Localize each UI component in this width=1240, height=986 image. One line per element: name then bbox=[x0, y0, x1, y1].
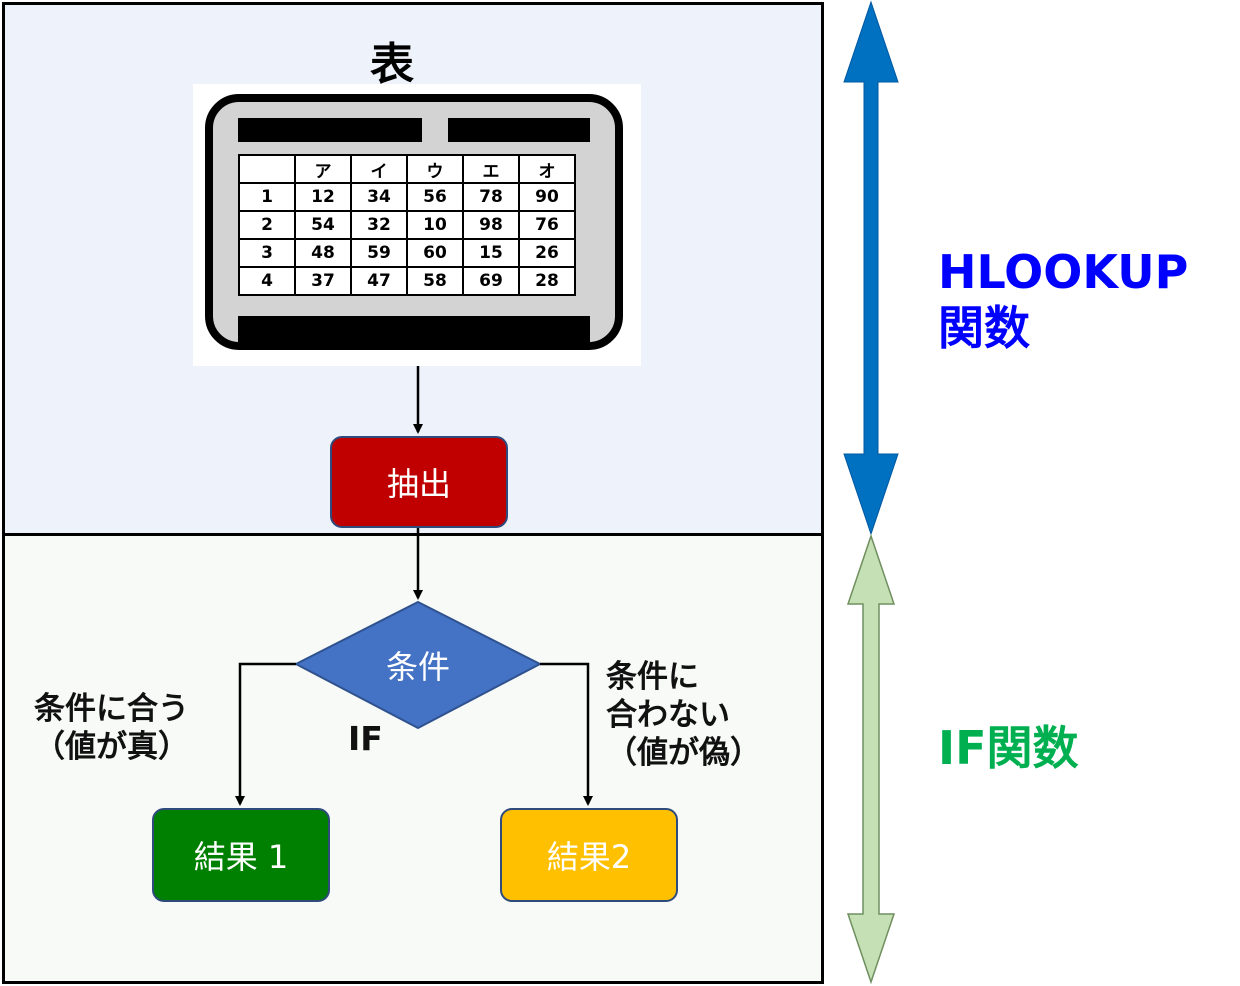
table-cell: 47 bbox=[350, 266, 408, 296]
table-footer-bar bbox=[238, 316, 590, 342]
table-cell: 10 bbox=[406, 210, 464, 240]
column-header: ア bbox=[294, 154, 352, 184]
table-cell: 69 bbox=[462, 266, 520, 296]
table-cell: 32 bbox=[350, 210, 408, 240]
condition-diamond bbox=[293, 600, 543, 730]
nomatch-branch-arrow bbox=[540, 662, 593, 806]
column-header: ウ bbox=[406, 154, 464, 184]
row-header: 1 bbox=[238, 182, 296, 212]
table-header-row: ア イ ウ エ オ bbox=[238, 154, 576, 184]
column-header: エ bbox=[462, 154, 520, 184]
table-cell: 60 bbox=[406, 238, 464, 268]
table-cell: 90 bbox=[518, 182, 576, 212]
table-title: 表 bbox=[370, 39, 414, 90]
table-cell: 28 bbox=[518, 266, 576, 296]
row-header: 3 bbox=[238, 238, 296, 268]
lookup-table: ア イ ウ エ オ 1 12 34 56 78 90 2 54 32 10 98… bbox=[238, 154, 576, 296]
result1-box: 結果 1 bbox=[152, 808, 330, 902]
row-header: 4 bbox=[238, 266, 296, 296]
extract-box: 抽出 bbox=[330, 436, 508, 528]
if-label: IF bbox=[348, 719, 383, 758]
column-header: オ bbox=[518, 154, 576, 184]
table-cell: 54 bbox=[294, 210, 352, 240]
match-branch-arrow bbox=[235, 662, 296, 806]
if-range-arrow bbox=[846, 533, 896, 985]
row-header: 2 bbox=[238, 210, 296, 240]
table-row: 4 37 47 58 69 28 bbox=[238, 266, 576, 296]
result1-label: 結果 1 bbox=[193, 838, 289, 876]
if-function-label: IF関数 bbox=[938, 721, 1079, 775]
table-cell: 98 bbox=[462, 210, 520, 240]
result2-box: 結果2 bbox=[500, 808, 678, 902]
table-cell: 12 bbox=[294, 182, 352, 212]
table-header-bar-right bbox=[448, 118, 590, 142]
table-cell: 78 bbox=[462, 182, 520, 212]
table-cell: 58 bbox=[406, 266, 464, 296]
nomatch-condition-note: 条件に 合わない （値が偽） bbox=[606, 659, 761, 771]
condition-label: 条件 bbox=[385, 648, 450, 686]
table-cell: 76 bbox=[518, 210, 576, 240]
table-cell: 37 bbox=[294, 266, 352, 296]
match-condition-note: 条件に合う （値が真） bbox=[34, 691, 189, 765]
table-cell: 56 bbox=[406, 182, 464, 212]
hlookup-function-label: HLOOKUP 関数 bbox=[938, 245, 1189, 355]
table-cell: 59 bbox=[350, 238, 408, 268]
table-cell: 15 bbox=[462, 238, 520, 268]
table-corner-cell bbox=[238, 154, 296, 184]
table-header-bar-left bbox=[238, 118, 422, 142]
table-row: 1 12 34 56 78 90 bbox=[238, 182, 576, 212]
table-cell: 48 bbox=[294, 238, 352, 268]
column-header: イ bbox=[350, 154, 408, 184]
table-cell: 26 bbox=[518, 238, 576, 268]
extract-label: 抽出 bbox=[386, 465, 451, 503]
table-row: 2 54 32 10 98 76 bbox=[238, 210, 576, 240]
result2-label: 結果2 bbox=[546, 838, 632, 876]
hlookup-range-arrow bbox=[843, 0, 899, 536]
table-cell: 34 bbox=[350, 182, 408, 212]
table-row: 3 48 59 60 15 26 bbox=[238, 238, 576, 268]
